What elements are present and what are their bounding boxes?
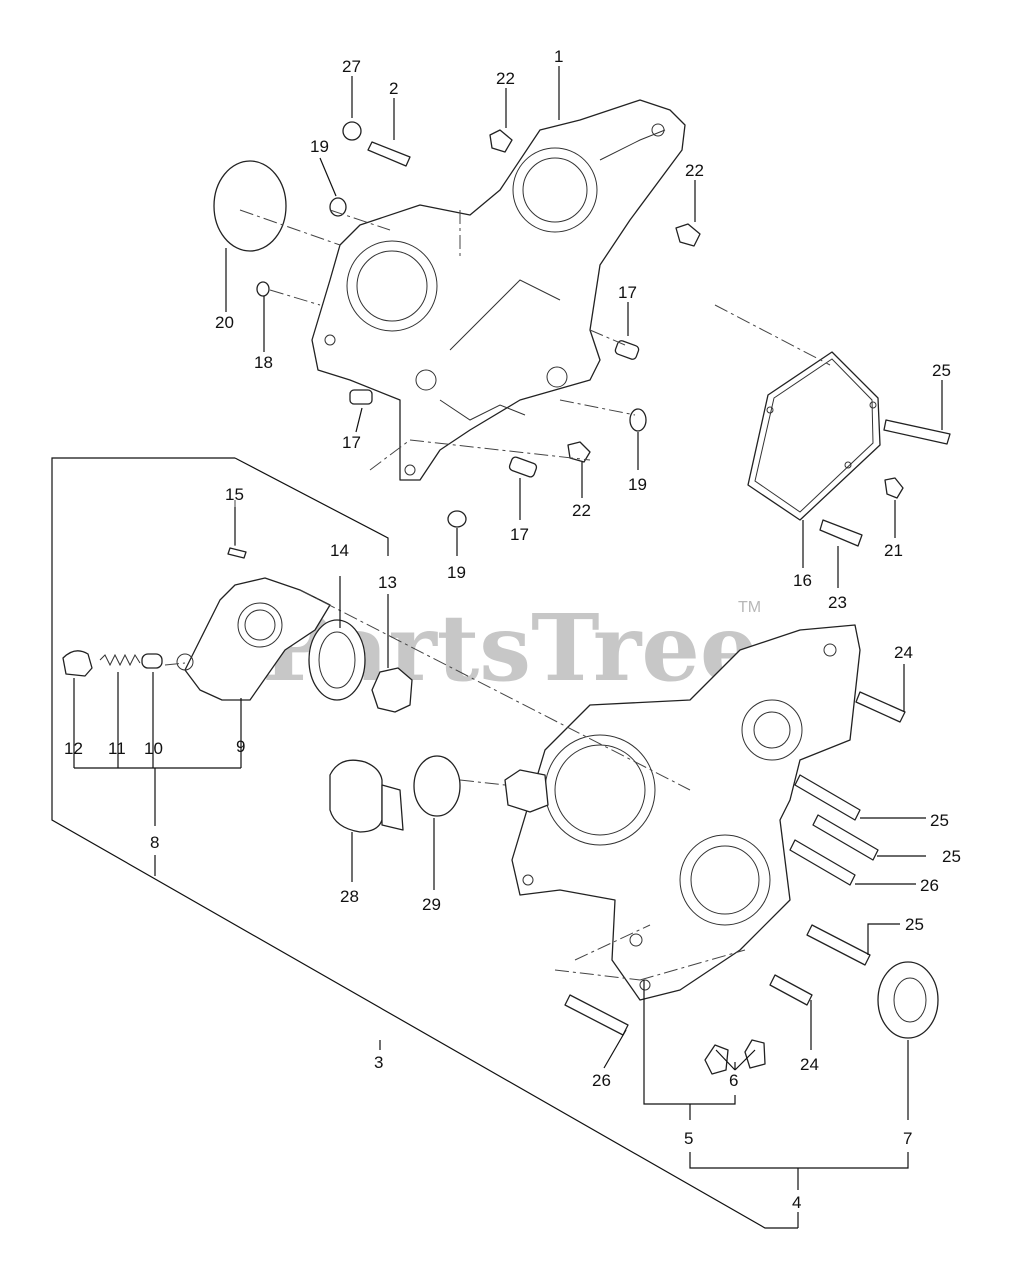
callout-4: 4 (792, 1193, 801, 1212)
dowel-pin (614, 340, 640, 360)
filler-cap-seal (413, 755, 461, 817)
callout-9: 9 (236, 737, 245, 756)
o-ring-small (629, 408, 647, 432)
o-ring-small (256, 281, 270, 297)
callout-11: 11 (108, 739, 126, 758)
relief-valve-spring (99, 653, 141, 667)
callout-6: 6 (729, 1071, 738, 1090)
callout-23: 23 (828, 593, 847, 612)
o-ring-large (213, 160, 287, 252)
callout-18: 18 (254, 353, 273, 372)
plug (704, 1044, 729, 1075)
callout-5: 5 (684, 1129, 693, 1148)
callout-17: 17 (618, 283, 637, 302)
callout-22: 22 (496, 69, 515, 88)
callout-24: 24 (800, 1055, 819, 1074)
assembly-brackets (51, 457, 909, 1229)
callout-2: 2 (389, 79, 398, 98)
callout-19: 19 (628, 475, 647, 494)
callout-13: 13 (378, 573, 397, 592)
callout-19: 19 (447, 563, 466, 582)
callout-22: 22 (572, 501, 591, 520)
callout-24: 24 (894, 643, 913, 662)
callout-21: 21 (884, 541, 903, 560)
callout-15: 15 (225, 485, 244, 504)
callout-26: 26 (592, 1071, 611, 1090)
oil-pump-rotor-inner (371, 667, 413, 713)
relief-valve-cap (62, 650, 93, 677)
dowel-pin (508, 456, 538, 478)
bolt (227, 121, 951, 559)
callout-10: 10 (144, 739, 163, 758)
callout-1: 1 (554, 47, 563, 66)
lower-gear-case (504, 624, 861, 1001)
callout-26: 26 (920, 876, 939, 895)
callout-16: 16 (793, 571, 812, 590)
callout-25: 25 (905, 915, 924, 934)
callout-12: 12 (64, 739, 83, 758)
callout-3: 3 (374, 1053, 383, 1072)
callout-25: 25 (932, 361, 951, 380)
oil-seal (877, 961, 939, 1039)
callout-25: 25 (930, 811, 949, 830)
callout-labels: 27 2 22 1 19 22 20 18 17 25 17 19 22 17 … (64, 47, 961, 1212)
oil-pump-body (176, 577, 331, 701)
callout-29: 29 (422, 895, 441, 914)
callout-7: 7 (903, 1129, 912, 1148)
oil-filler-cap (329, 759, 383, 833)
relief-valve-ball (141, 653, 163, 669)
callout-28: 28 (340, 887, 359, 906)
callout-27: 27 (342, 57, 361, 76)
callout-8: 8 (150, 833, 159, 852)
oil-pump-rotor-outer (308, 619, 366, 701)
callout-22: 22 (685, 161, 704, 180)
callout-25: 25 (942, 847, 961, 866)
callout-14: 14 (330, 541, 349, 560)
dowel-pin (349, 389, 373, 405)
callout-17: 17 (510, 525, 529, 544)
leader-lines (73, 66, 943, 1120)
callout-19: 19 (310, 137, 329, 156)
o-ring-small (447, 510, 467, 528)
watermark-trademark: TM (738, 599, 761, 616)
o-ring-small (329, 197, 347, 217)
plug (744, 1039, 766, 1069)
callout-20: 20 (215, 313, 234, 332)
callout-17: 17 (342, 433, 361, 452)
cover-plate (747, 351, 881, 521)
alignment-lines (164, 209, 831, 981)
